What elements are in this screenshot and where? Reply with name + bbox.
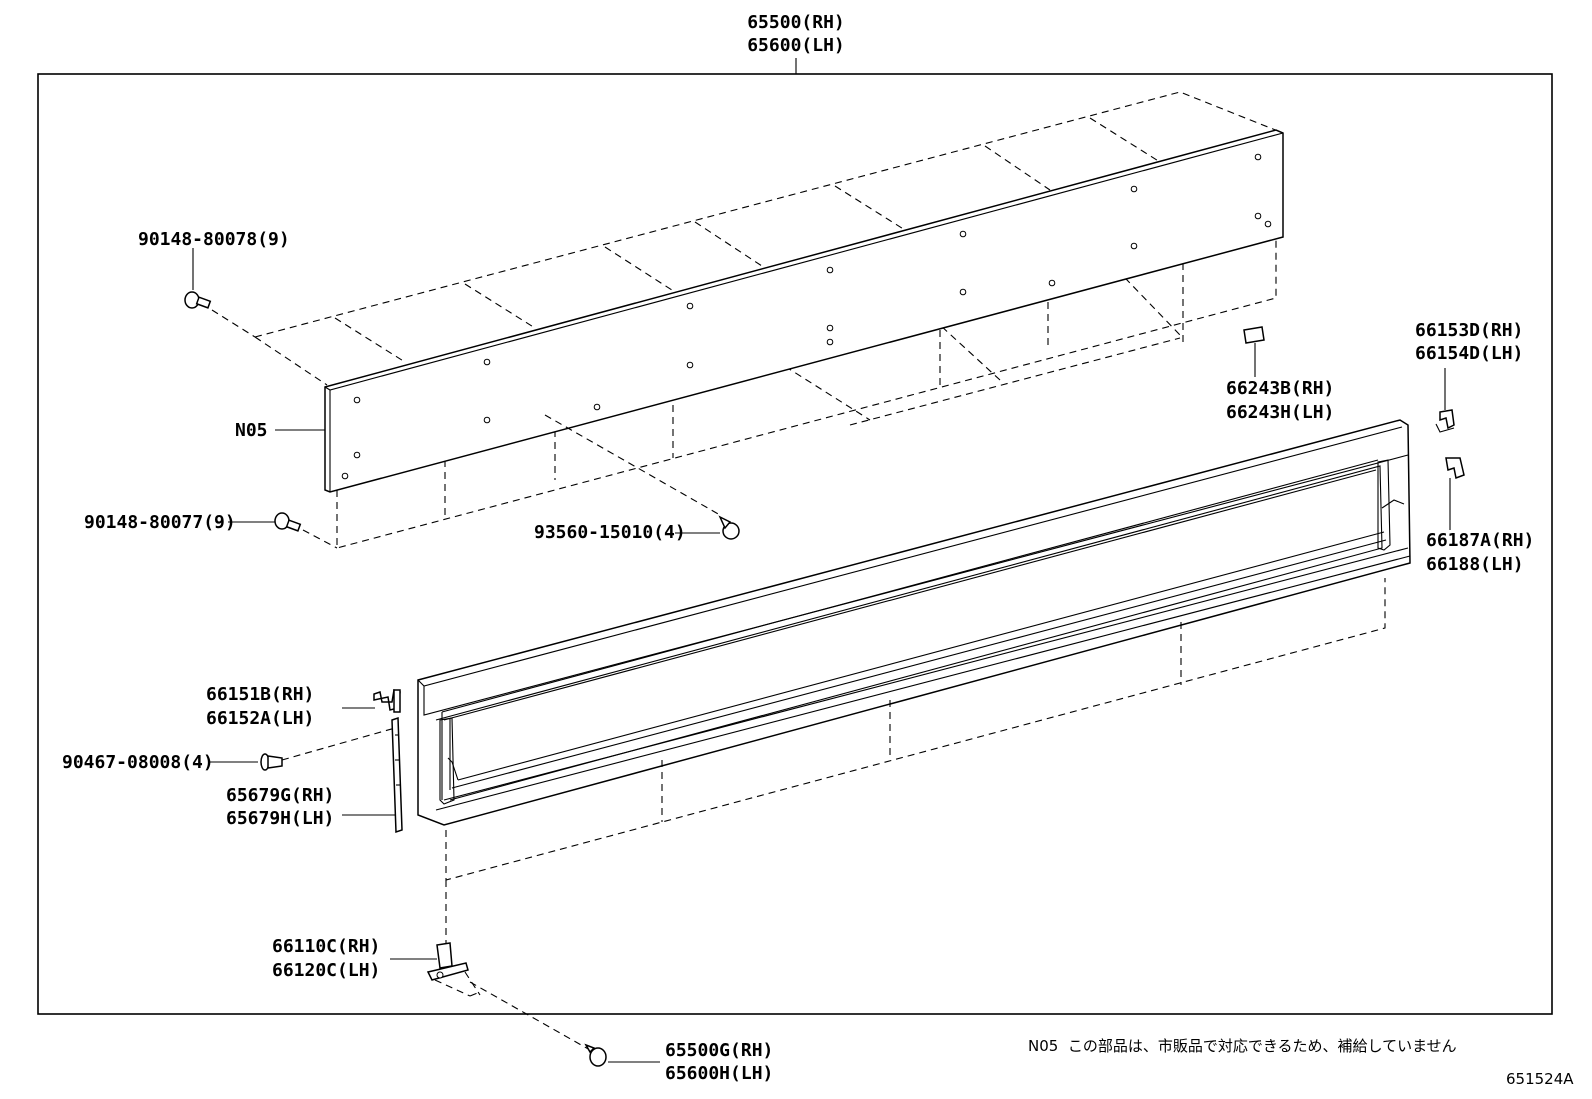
bolt-80078-icon — [184, 248, 256, 338]
bracket-66151-icon — [342, 689, 401, 713]
diagram-frame — [37, 73, 1553, 1015]
label-90148-80078: 90148-80078(9) — [138, 229, 290, 250]
label-65679g-rh: 65679G(RH) — [226, 785, 335, 806]
label-66187a-rh: 66187A(RH) — [1426, 530, 1535, 551]
label-66243h-lh: 66243H(LH) — [1226, 402, 1335, 423]
label-66154d-lh: 66154D(LH) — [1415, 343, 1524, 364]
label-66153d-rh: 66153D(RH) — [1415, 320, 1524, 341]
label-65500g-rh: 65500G(RH) — [665, 1040, 774, 1061]
label-90148-80077: 90148-80077(9) — [84, 512, 236, 533]
clip-66187-icon — [1445, 457, 1465, 530]
label-65679h-lh: 65679H(LH) — [226, 808, 335, 829]
footnote-text: この部品は、市販品で対応できるため、補給していません — [1067, 1037, 1457, 1055]
label-65600-lh: 65600(LH) — [747, 35, 845, 56]
plate-66243-icon — [1243, 326, 1265, 377]
bolt-93560-icon — [544, 414, 740, 540]
label-90467-08008: 90467-08008(4) — [62, 752, 214, 773]
hinge-66110-icon — [390, 942, 481, 997]
label-66152a-lh: 66152A(LH) — [206, 708, 315, 729]
label-66120c-lh: 66120C(LH) — [272, 960, 381, 981]
footnote: N05 この部品は、市販品で対応できるため、補給していません — [1028, 1035, 1457, 1056]
label-93560-15010: 93560-15010(4) — [534, 522, 686, 543]
lower-panel — [417, 419, 1411, 945]
label-65500-rh: 65500(RH) — [747, 12, 845, 33]
label-66151b-rh: 66151B(RH) — [206, 684, 315, 705]
label-n05: N05 — [235, 420, 268, 441]
label-65600h-lh: 65600H(LH) — [665, 1063, 774, 1084]
label-66243b-rh: 66243B(RH) — [1226, 378, 1335, 399]
footnote-code: N05 — [1028, 1037, 1059, 1055]
upper-board — [254, 91, 1284, 549]
clip-66153-icon — [1435, 368, 1455, 433]
label-66188-lh: 66188(LH) — [1426, 554, 1524, 575]
drawing-number: 651524A — [1506, 1070, 1574, 1088]
bolt-80077-icon — [228, 512, 338, 549]
strip-65679-icon — [342, 716, 403, 834]
rivet-90467-icon — [208, 727, 396, 771]
label-66110c-rh: 66110C(RH) — [272, 936, 381, 957]
bolt-65500g-icon — [469, 981, 660, 1067]
